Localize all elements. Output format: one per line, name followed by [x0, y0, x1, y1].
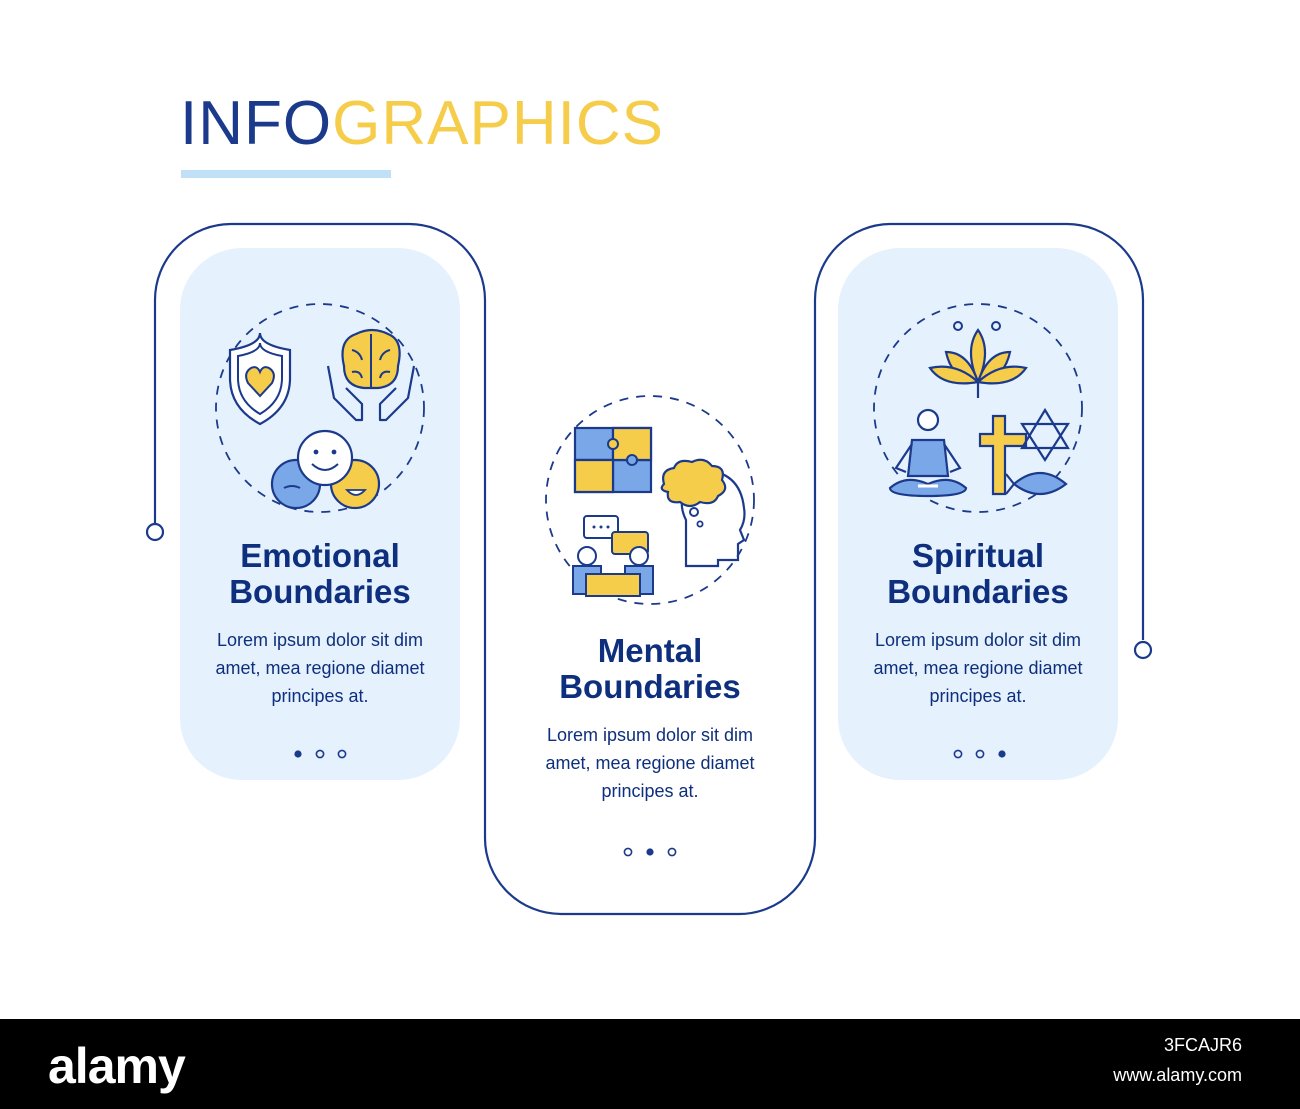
page-dot-1: [953, 749, 963, 759]
dashed-circle: [873, 303, 1083, 513]
head-thought-icon: [660, 458, 746, 568]
fish-icon: [1005, 471, 1068, 496]
hands-brain-icon: [326, 328, 416, 422]
card-body: Lorem ipsum dolor sit dim amet, mea regi…: [510, 721, 790, 805]
card-heading-line1: Mental: [597, 632, 703, 669]
diagram-shapes: [145, 222, 1153, 916]
card-body-line1: Lorem ipsum dolor sit dim: [546, 725, 754, 745]
card-heading-line1: Spiritual: [911, 537, 1045, 574]
card-body: Lorem ipsum dolor sit dim amet, mea regi…: [180, 626, 460, 710]
page-title: INFOGRAPHICS: [180, 88, 664, 159]
watermark-brand-logo: alamy: [48, 1038, 186, 1094]
card-body-line2: amet, mea regione diamet: [545, 753, 755, 773]
shield-heart-icon: [228, 332, 292, 426]
card-body-line2: amet, mea regione diamet: [873, 658, 1083, 678]
card-heading-line2: Boundaries: [559, 668, 741, 705]
page-dot-3: [998, 750, 1006, 758]
watermark-site: www.alamy.com: [1113, 1065, 1242, 1085]
watermark-bar: alamy 3FCAJR6 www.alamy.com: [0, 1019, 1300, 1109]
card-emotional: Emotional Boundaries Lorem ipsum dolor s…: [180, 538, 460, 710]
card1-icon-group: [215, 303, 425, 513]
watermark-image-id: 3FCAJR6: [1163, 1035, 1242, 1055]
title-part-info: INFO: [180, 89, 333, 158]
card1-pagination: [294, 749, 347, 759]
card-body-line1: Lorem ipsum dolor sit dim: [874, 630, 1082, 650]
meditation-icon: [888, 408, 968, 498]
card-heading: Spiritual Boundaries: [838, 538, 1118, 610]
card2-pagination: [623, 847, 677, 857]
card-body: Lorem ipsum dolor sit dim amet, mea regi…: [838, 626, 1118, 710]
card2-icon-group: [545, 395, 755, 605]
card-heading-line1: Emotional: [240, 537, 400, 574]
card-mental: Mental Boundaries Lorem ipsum dolor sit …: [510, 633, 790, 805]
lotus-icon: [928, 321, 1028, 398]
title-part-graphics: GRAPHICS: [332, 89, 664, 158]
card3-icon-group: [873, 303, 1083, 513]
card-heading-line2: Boundaries: [887, 573, 1069, 610]
page-dot-2: [646, 848, 654, 856]
page-dot-2: [975, 749, 985, 759]
page-dot-1: [294, 750, 302, 758]
title-underline: [181, 170, 391, 178]
connector-end-left: [145, 522, 165, 542]
card-body-line2: amet, mea regione diamet: [215, 658, 425, 678]
card-heading: Mental Boundaries: [510, 633, 790, 705]
card-spiritual: Spiritual Boundaries Lorem ipsum dolor s…: [838, 538, 1118, 710]
page-dot-3: [337, 749, 347, 759]
chat-people-icon: [572, 515, 654, 597]
outline-connector: [153, 222, 1145, 916]
page-dot-3: [667, 847, 677, 857]
connector-end-right: [1133, 640, 1153, 660]
dashed-circle: [215, 303, 425, 513]
card3-pagination: [953, 749, 1006, 759]
card-spiritual-panel: [838, 248, 1118, 780]
card-heading: Emotional Boundaries: [180, 538, 460, 610]
star-of-david-icon: [1019, 407, 1071, 463]
card-heading-line2: Boundaries: [229, 573, 411, 610]
page-dot-1: [623, 847, 633, 857]
card-body-line1: Lorem ipsum dolor sit dim: [216, 630, 424, 650]
puzzle-icon: [573, 426, 653, 494]
card-body-line3: principes at.: [601, 781, 699, 801]
dashed-circle: [545, 395, 755, 605]
card-body-line3: principes at.: [271, 686, 369, 706]
cross-icon: [978, 414, 1028, 496]
emotion-faces-icon: [270, 429, 381, 510]
card-body-line3: principes at.: [929, 686, 1027, 706]
page-dot-2: [315, 749, 325, 759]
